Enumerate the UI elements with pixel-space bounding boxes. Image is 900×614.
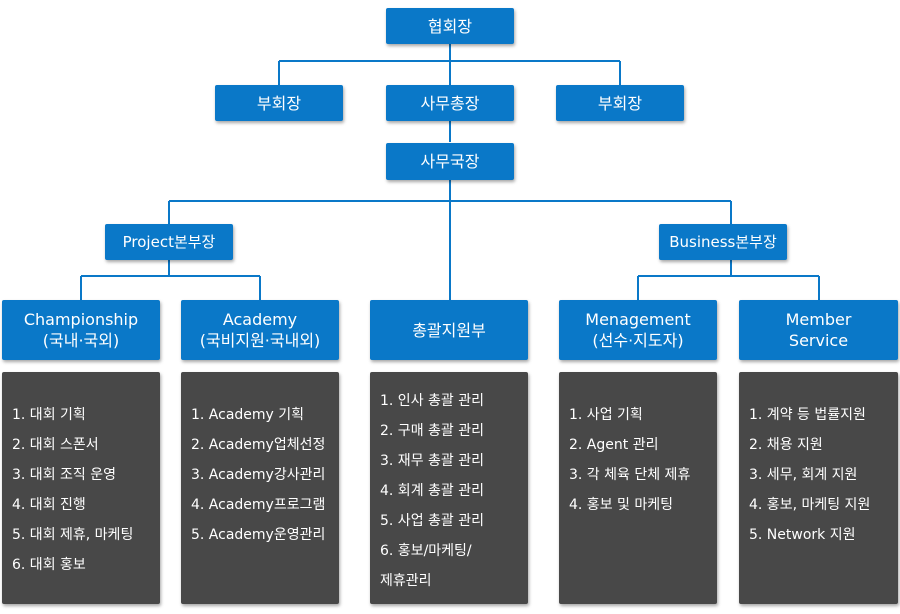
node-president: 협회장 bbox=[386, 8, 514, 44]
championship-title: Championship bbox=[23, 310, 139, 329]
node-secretary-general: 사무총장 bbox=[386, 85, 514, 121]
duty-item: 4. 대회 진행 bbox=[12, 497, 86, 513]
academy-title: Academy bbox=[222, 310, 298, 329]
duty-item: 1. 인사 총괄 관리 bbox=[380, 393, 484, 409]
duty-item: 1. Academy 기획 bbox=[191, 407, 305, 423]
championship-subtitle: (국내·국외) bbox=[42, 331, 120, 350]
duties-management: 1. 사업 기획 2. Agent 관리 3. 각 체육 단체 제휴 4. 홍보 및 … bbox=[559, 372, 717, 604]
node-business-hq: Business본부장 bbox=[659, 224, 787, 260]
duty-item: 1. 사업 기획 bbox=[569, 407, 643, 423]
duty-item: 2. 구매 총괄 관리 bbox=[380, 423, 484, 439]
duty-item: 4. 홍보 및 마케팅 bbox=[569, 497, 673, 513]
duties-academy: 1. Academy 기획 2. Academy업체선정 3. Academy강사관… bbox=[181, 372, 339, 604]
node-management: Menagement (선수·지도자) bbox=[559, 300, 717, 360]
management-subtitle: (선수·지도자) bbox=[592, 331, 684, 350]
duty-item: 6. 홍보/마케팅/ bbox=[380, 543, 472, 559]
duties-general-support: 1. 인사 총괄 관리 2. 구매 총괄 관리 3. 재무 총괄 관리 4. 회계 총… bbox=[370, 372, 528, 604]
node-member-service: Member Service bbox=[739, 300, 898, 360]
duty-item: 2. 대회 스폰서 bbox=[12, 437, 99, 453]
duty-item: 4. 홍보, 마케팅 지원 bbox=[749, 497, 871, 513]
node-vice-president-left: 부회장 bbox=[215, 85, 343, 121]
academy-subtitle: (국비지원·국내외) bbox=[199, 331, 321, 350]
node-general-support: 총괄지원부 bbox=[370, 300, 528, 360]
duty-item: 2. Agent 관리 bbox=[569, 437, 659, 453]
node-director: 사무국장 bbox=[386, 143, 514, 180]
duty-item: 3. 각 체육 단체 제휴 bbox=[569, 467, 691, 483]
member-service-subtitle: Service bbox=[788, 331, 849, 350]
node-academy: Academy (국비지원·국내외) bbox=[181, 300, 339, 360]
duty-item: 2. 채용 지원 bbox=[749, 437, 823, 453]
duty-item: 3. 세무, 회계 지원 bbox=[749, 467, 858, 483]
member-service-title: Member bbox=[785, 310, 852, 329]
node-championship: Championship (국내·국외) bbox=[2, 300, 160, 360]
duty-item: 4. Academy프로그램 bbox=[191, 497, 326, 513]
duty-item: 5. 대회 제휴, 마케팅 bbox=[12, 527, 134, 543]
duty-item: 3. Academy강사관리 bbox=[191, 467, 326, 483]
duty-item: 5. Academy운영관리 bbox=[191, 527, 326, 543]
duties-championship: 1. 대회 기획 2. 대회 스폰서 3. 대회 조직 운영 4. 대회 진행 5. 대… bbox=[2, 372, 160, 604]
duty-item: 5. Network 지원 bbox=[749, 527, 856, 543]
duty-item: 제휴관리 bbox=[380, 573, 432, 589]
duty-item: 2. Academy업체선정 bbox=[191, 437, 326, 453]
duty-item: 3. 대회 조직 운영 bbox=[12, 467, 116, 483]
duty-item: 6. 대회 홍보 bbox=[12, 557, 86, 573]
duty-item: 4. 회계 총괄 관리 bbox=[380, 483, 484, 499]
node-vice-president-right: 부회장 bbox=[556, 85, 684, 121]
management-title: Menagement bbox=[585, 310, 691, 329]
duty-item: 5. 사업 총괄 관리 bbox=[380, 513, 484, 529]
duty-item: 1. 계약 등 법률지원 bbox=[749, 407, 866, 423]
duty-item: 1. 대회 기획 bbox=[12, 407, 86, 423]
duties-member-service: 1. 계약 등 법률지원 2. 채용 지원 3. 세무, 회계 지원 4. 홍보, 마… bbox=[739, 372, 898, 604]
duty-item: 3. 재무 총괄 관리 bbox=[380, 453, 484, 469]
node-project-hq: Project본부장 bbox=[105, 224, 233, 260]
